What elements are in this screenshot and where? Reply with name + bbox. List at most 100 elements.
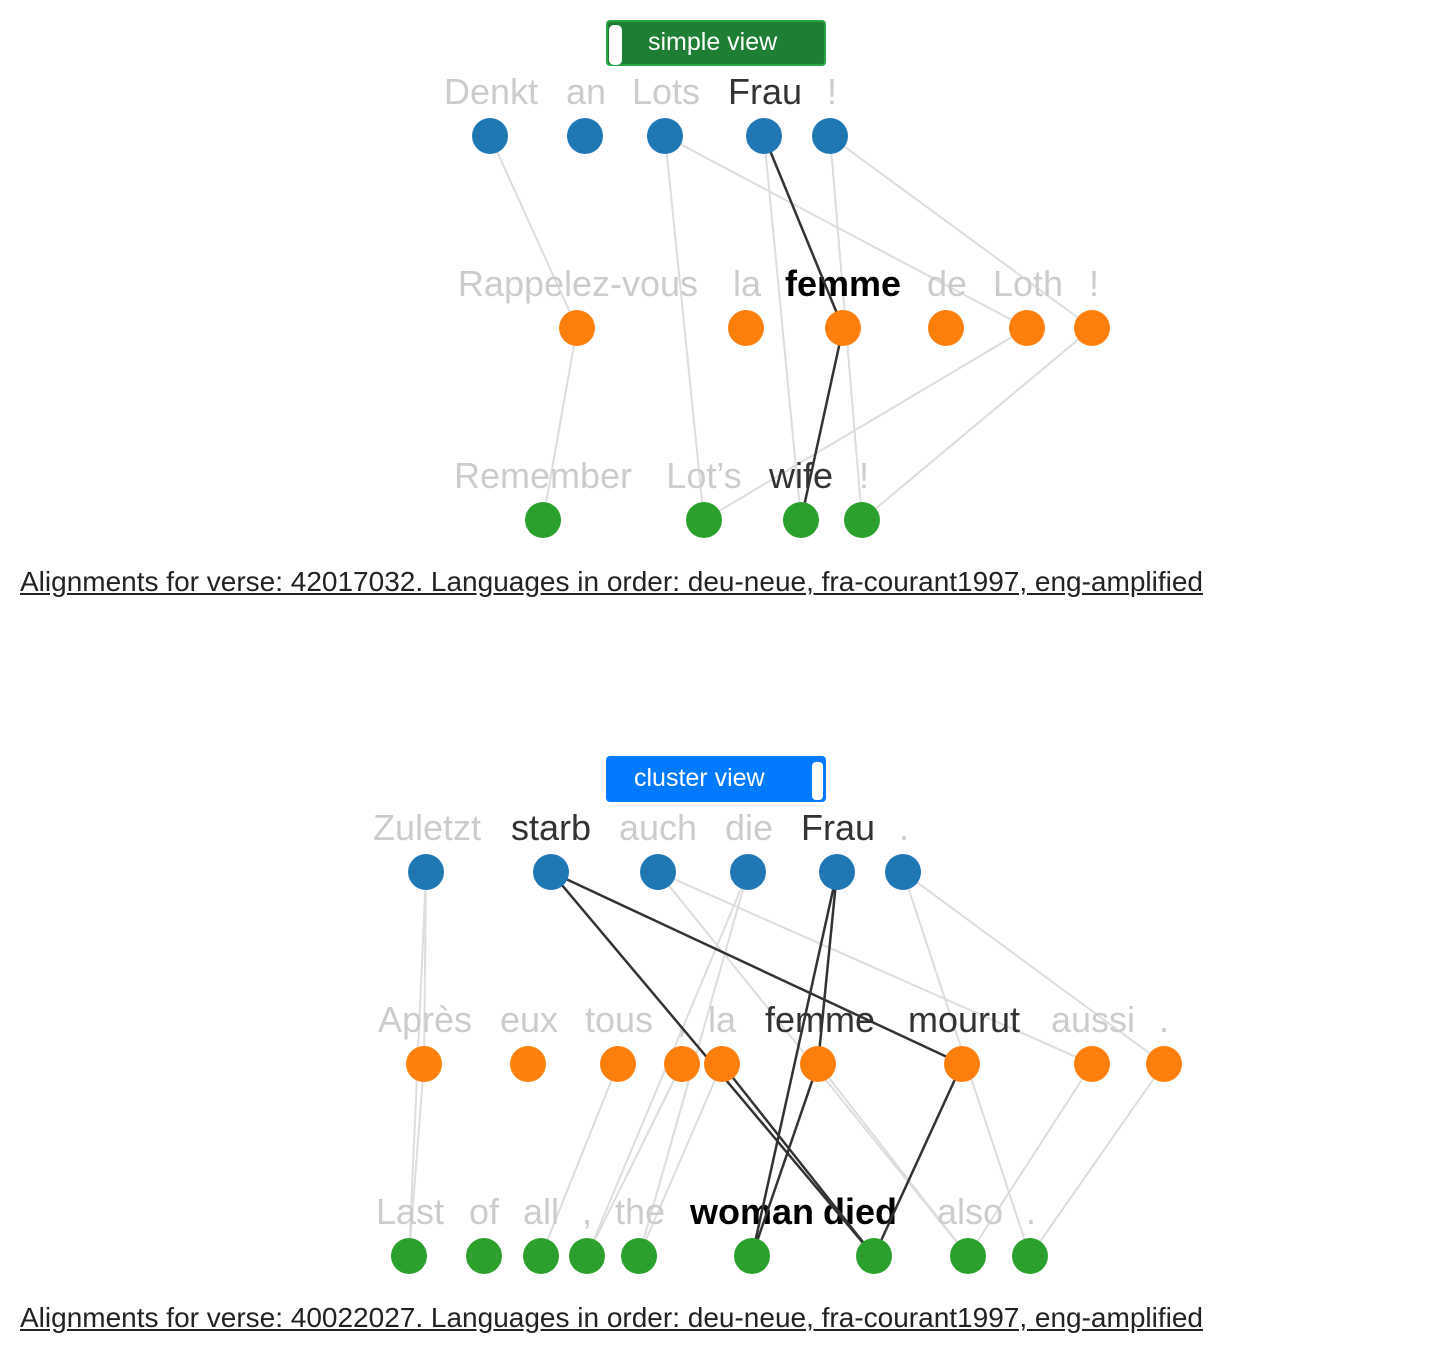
token-label[interactable]: Lots xyxy=(632,71,700,112)
token-label[interactable]: la xyxy=(708,999,737,1040)
token-node[interactable] xyxy=(800,1046,836,1082)
alignment-link-highlighted xyxy=(721,1063,875,1257)
token-label[interactable]: . xyxy=(899,807,909,848)
token-label[interactable]: died xyxy=(823,1191,897,1232)
token-node[interactable] xyxy=(928,310,964,346)
token-node[interactable] xyxy=(885,854,921,890)
token-node[interactable] xyxy=(812,118,848,154)
token-node[interactable] xyxy=(734,1238,770,1274)
token-node[interactable] xyxy=(856,1238,892,1274)
alignment-link xyxy=(664,135,1028,329)
token-label[interactable]: die xyxy=(725,807,773,848)
token-label[interactable]: Frau xyxy=(801,807,875,848)
verse-caption-link[interactable]: Alignments for verse: 42017032. Language… xyxy=(20,566,1203,597)
alignment-link xyxy=(817,1063,969,1257)
alignment-link xyxy=(408,1063,425,1257)
token-label[interactable]: ! xyxy=(827,71,837,112)
token-node[interactable] xyxy=(523,1238,559,1274)
token-label[interactable]: . xyxy=(1159,999,1169,1040)
token-node[interactable] xyxy=(686,502,722,538)
token-label[interactable]: tous xyxy=(585,999,653,1040)
alignment-link xyxy=(542,327,578,521)
token-label[interactable]: also xyxy=(937,1191,1003,1232)
token-label[interactable]: Lot’s xyxy=(666,455,741,496)
token-node[interactable] xyxy=(1074,1046,1110,1082)
token-node[interactable] xyxy=(825,310,861,346)
token-node[interactable] xyxy=(510,1046,546,1082)
view-toggle[interactable]: simple view xyxy=(606,20,826,66)
token-label[interactable]: Remember xyxy=(454,455,632,496)
token-node[interactable] xyxy=(408,854,444,890)
token-node[interactable] xyxy=(1146,1046,1182,1082)
token-label[interactable]: eux xyxy=(500,999,558,1040)
token-label[interactable]: femme xyxy=(785,263,901,304)
token-node[interactable] xyxy=(525,502,561,538)
toggle-knob[interactable] xyxy=(811,761,824,801)
alignment-link-highlighted xyxy=(762,135,845,329)
token-node[interactable] xyxy=(844,502,880,538)
token-label[interactable]: Rappelez-vous xyxy=(458,263,698,304)
token-label[interactable]: Loth xyxy=(993,263,1063,304)
token-node[interactable] xyxy=(559,310,595,346)
token-node[interactable] xyxy=(621,1238,657,1274)
token-nodes xyxy=(472,118,1110,538)
token-label[interactable]: la xyxy=(733,263,762,304)
token-node[interactable] xyxy=(1074,310,1110,346)
alignment-link xyxy=(423,871,427,1065)
token-node[interactable] xyxy=(640,854,676,890)
token-node[interactable] xyxy=(944,1046,980,1082)
token-node[interactable] xyxy=(704,1046,740,1082)
highlighted-links xyxy=(762,135,845,521)
token-label[interactable]: ! xyxy=(859,455,869,496)
token-node[interactable] xyxy=(391,1238,427,1274)
token-node[interactable] xyxy=(466,1238,502,1274)
token-label[interactable]: , xyxy=(677,999,687,1040)
alignment-link-highlighted xyxy=(750,1063,820,1257)
token-node[interactable] xyxy=(819,854,855,890)
token-label[interactable]: woman xyxy=(689,1191,814,1232)
token-node[interactable] xyxy=(600,1046,636,1082)
toggle-knob[interactable] xyxy=(609,25,622,65)
alignment-link xyxy=(763,135,802,521)
token-label[interactable]: the xyxy=(615,1191,665,1232)
token-label[interactable]: Zuletzt xyxy=(373,807,481,848)
alignment-links xyxy=(489,135,1093,521)
token-node[interactable] xyxy=(950,1238,986,1274)
token-node[interactable] xyxy=(664,1046,700,1082)
token-label[interactable]: all xyxy=(523,1191,559,1232)
token-label[interactable]: Après xyxy=(378,999,472,1040)
token-node[interactable] xyxy=(730,854,766,890)
token-node[interactable] xyxy=(728,310,764,346)
token-label[interactable]: . xyxy=(1026,1191,1036,1232)
token-node[interactable] xyxy=(406,1046,442,1082)
token-label[interactable]: auch xyxy=(619,807,697,848)
token-node[interactable] xyxy=(1009,310,1045,346)
token-label[interactable]: an xyxy=(566,71,606,112)
token-label[interactable]: aussi xyxy=(1051,999,1135,1040)
token-node[interactable] xyxy=(533,854,569,890)
token-label[interactable]: Last xyxy=(376,1191,444,1232)
alignment-link xyxy=(1029,1063,1165,1257)
token-label[interactable]: Denkt xyxy=(444,71,538,112)
token-label[interactable]: , xyxy=(582,1191,592,1232)
verse-caption-link[interactable]: Alignments for verse: 40022027. Language… xyxy=(20,1302,1203,1333)
token-label[interactable]: ! xyxy=(1089,263,1099,304)
alignment-link xyxy=(861,327,1093,521)
alignment-link xyxy=(540,1063,619,1257)
token-node[interactable] xyxy=(647,118,683,154)
view-toggle[interactable]: cluster view xyxy=(606,756,826,802)
token-label[interactable]: wife xyxy=(768,455,833,496)
token-label[interactable]: of xyxy=(469,1191,500,1232)
alignment-link xyxy=(638,1063,723,1257)
token-node[interactable] xyxy=(746,118,782,154)
token-label[interactable]: Frau xyxy=(728,71,802,112)
token-node[interactable] xyxy=(1012,1238,1048,1274)
token-label[interactable]: de xyxy=(927,263,967,304)
token-node[interactable] xyxy=(472,118,508,154)
token-label[interactable]: starb xyxy=(511,807,591,848)
token-node[interactable] xyxy=(783,502,819,538)
token-node[interactable] xyxy=(567,118,603,154)
token-node[interactable] xyxy=(569,1238,605,1274)
token-label[interactable]: mourut xyxy=(908,999,1020,1040)
